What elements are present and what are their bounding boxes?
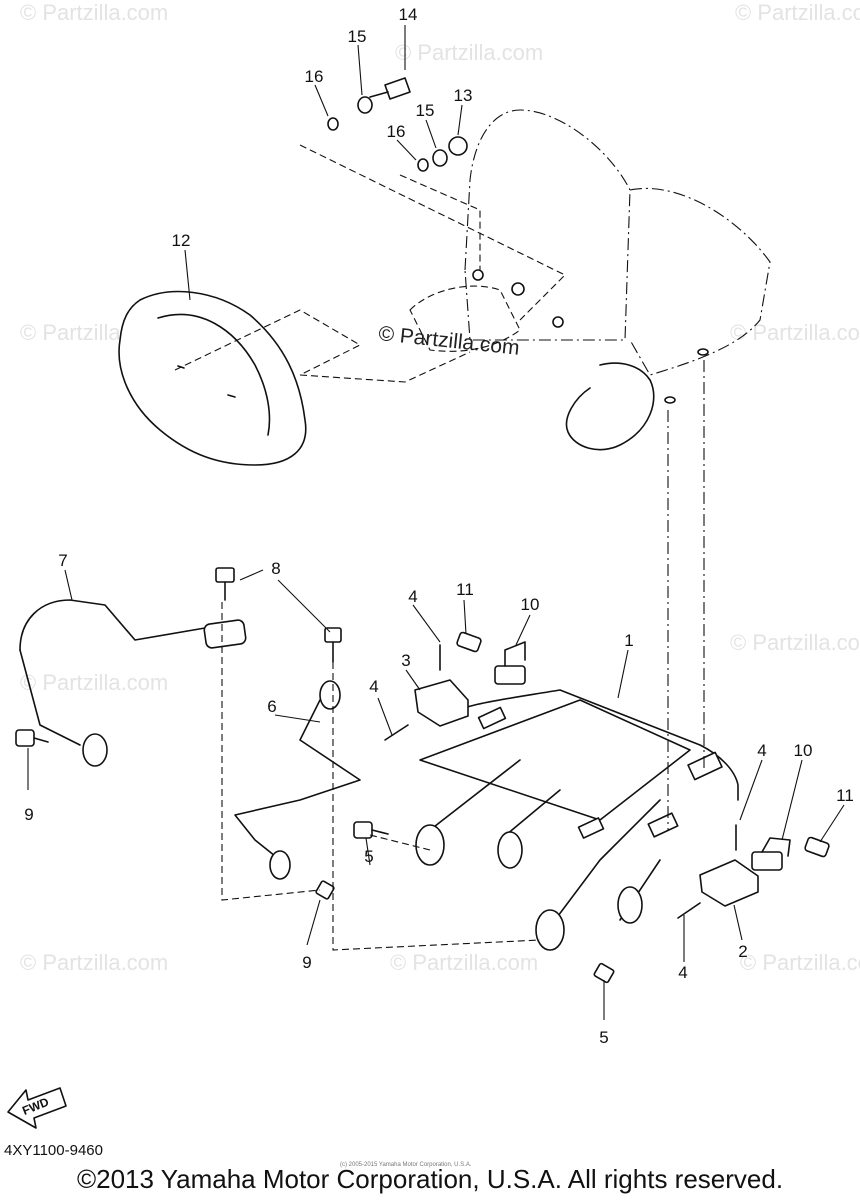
bolt-8 [215, 567, 342, 663]
callout-12: 12 [172, 231, 191, 250]
callout-11: 11 [836, 786, 854, 805]
callout-15: 15 [348, 27, 367, 46]
callout-4: 4 [408, 587, 417, 606]
callout-4: 4 [369, 677, 378, 696]
watermark: © Partzilla.com [730, 320, 860, 345]
callout-labels: 14 15 16 13 15 16 12 7 8 11 10 4 1 3 4 6… [24, 5, 854, 1047]
diagram-code: 4XY1100-9460 [4, 1142, 103, 1159]
backrest-pad [118, 290, 307, 466]
callout-5: 5 [599, 1028, 608, 1047]
callout-10: 10 [794, 741, 813, 760]
leader-lines [27, 25, 845, 1020]
watermark: © Partzilla.com [395, 40, 543, 65]
center-watermark: © Partzilla.com [377, 322, 520, 360]
watermark: © Partzilla.com [740, 950, 860, 975]
callout-4: 4 [757, 741, 766, 760]
bracket-2 [677, 824, 759, 919]
clamp-10-11 [456, 631, 830, 871]
callout-14: 14 [399, 5, 418, 24]
watermark: © Partzilla.com [20, 950, 168, 975]
callout-1: 1 [624, 631, 633, 650]
callout-16: 16 [387, 122, 406, 141]
callout-3: 3 [401, 651, 410, 670]
watermark: © Partzilla.com [735, 0, 860, 25]
watermark: © Partzilla.com [20, 670, 168, 695]
callout-16: 16 [305, 67, 324, 86]
watermark: © Partzilla.com [730, 630, 860, 655]
hardware-top [327, 77, 468, 172]
bracket-3 [384, 644, 469, 741]
callout-13: 13 [454, 86, 473, 105]
carrier-frame [415, 689, 739, 951]
callout-8: 8 [271, 559, 280, 578]
fwd-arrow-icon: FWD [7, 1087, 67, 1129]
callout-9: 9 [302, 953, 311, 972]
callout-10: 10 [521, 595, 540, 614]
callout-15: 15 [416, 101, 435, 120]
tiny-credit: (c) 2005-2015 Yamaha Motor Corporation, … [340, 1162, 472, 1168]
callout-2: 2 [738, 942, 747, 961]
bolt-9 [15, 729, 335, 900]
callout-6: 6 [267, 697, 276, 716]
watermark: © Partzilla.com [20, 0, 168, 25]
watermark-layer: © Partzilla.com © Partzilla.com © Partzi… [20, 0, 860, 975]
callout-7: 7 [58, 551, 67, 570]
bolt-5 [353, 821, 615, 984]
callout-11: 11 [456, 580, 474, 599]
copyright-notice: ©2013 Yamaha Motor Corporation, U.S.A. A… [76, 1164, 784, 1194]
grab-rail-6 [234, 680, 361, 880]
grab-rail-7 [19, 599, 247, 767]
backrest-housing [409, 109, 771, 451]
watermark: © Partzilla.com [390, 950, 538, 975]
callout-9: 9 [24, 805, 33, 824]
callout-4: 4 [678, 963, 687, 982]
callout-5: 5 [364, 847, 373, 866]
